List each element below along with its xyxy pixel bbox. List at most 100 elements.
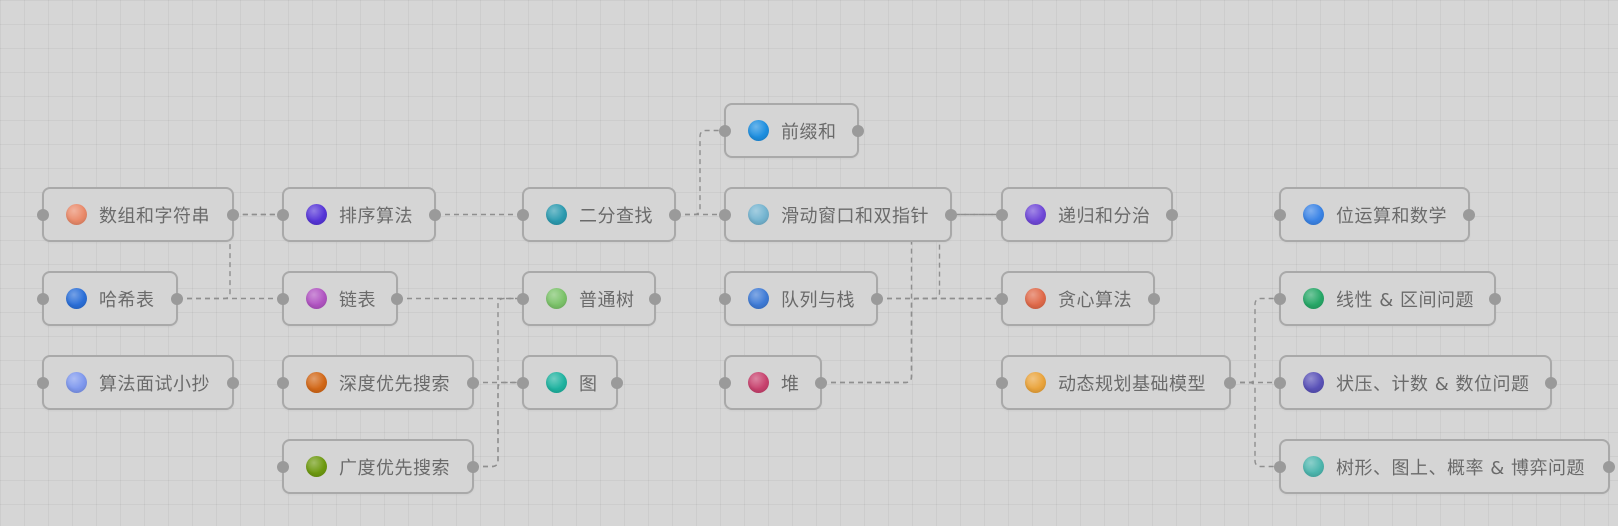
output-port[interactable]	[1166, 208, 1178, 221]
node-suanfa[interactable]: 算法面试小抄	[37, 355, 239, 410]
output-port[interactable]	[171, 292, 183, 305]
node-guangdu[interactable]: 广度优先搜索	[277, 439, 479, 494]
node-tanxin[interactable]: 贪心算法	[996, 271, 1160, 326]
input-port[interactable]	[277, 292, 289, 305]
node-erfen[interactable]: 二分查找	[517, 187, 681, 242]
node-paixu[interactable]: 排序算法	[277, 187, 441, 242]
output-port[interactable]	[871, 292, 883, 305]
node-weiyun[interactable]: 位运算和数学	[1274, 187, 1475, 242]
output-port[interactable]	[611, 376, 623, 389]
output-port[interactable]	[1603, 460, 1615, 473]
input-port[interactable]	[1274, 292, 1286, 305]
node-putong[interactable]: 普通树	[517, 271, 661, 326]
node-shuzu[interactable]: 数组和字符串	[37, 187, 239, 242]
node-color-dot	[748, 204, 769, 225]
edge-guangdu-putong	[474, 297, 522, 468]
node-label: 二分查找	[579, 205, 653, 227]
input-port[interactable]	[517, 376, 529, 389]
output-port[interactable]	[815, 376, 827, 389]
node-color-dot	[306, 204, 327, 225]
input-port[interactable]	[1274, 376, 1286, 389]
node-qianzhui[interactable]: 前缀和	[719, 103, 864, 158]
node-zhuangya[interactable]: 状压、计数 & 数位问题	[1274, 355, 1557, 410]
node-color-dot	[1025, 372, 1046, 393]
node-haxi[interactable]: 哈希表	[37, 271, 183, 326]
node-label: 数组和字符串	[99, 205, 210, 227]
input-port[interactable]	[719, 208, 731, 221]
output-port[interactable]	[852, 124, 864, 137]
node-label: 树形、图上、概率 & 博弈问题	[1336, 457, 1585, 479]
input-port[interactable]	[37, 208, 49, 221]
input-port[interactable]	[277, 376, 289, 389]
output-port[interactable]	[429, 208, 441, 221]
input-port[interactable]	[37, 292, 49, 305]
node-label: 位运算和数学	[1336, 205, 1447, 227]
input-port[interactable]	[517, 208, 529, 221]
node-xianxing[interactable]: 线性 & 区间问题	[1274, 271, 1501, 326]
input-port[interactable]	[719, 376, 731, 389]
node-digui[interactable]: 递归和分治	[996, 187, 1178, 242]
node-label: 深度优先搜索	[339, 373, 450, 395]
node-color-dot	[1303, 456, 1324, 477]
edge-dongtai-shuxing	[1231, 381, 1279, 468]
node-duilie[interactable]: 队列与栈	[719, 271, 883, 326]
output-port[interactable]	[945, 208, 957, 221]
node-label: 堆	[781, 373, 800, 395]
edge-erfen-qianzhui	[676, 129, 724, 216]
input-port[interactable]	[996, 376, 1008, 389]
node-label: 前缀和	[781, 121, 837, 143]
output-port[interactable]	[1224, 376, 1236, 389]
node-label: 滑动窗口和双指针	[781, 205, 929, 227]
input-port[interactable]	[996, 208, 1008, 221]
output-port[interactable]	[467, 376, 479, 389]
input-port[interactable]	[37, 376, 49, 389]
node-huadong[interactable]: 滑动窗口和双指针	[719, 187, 957, 242]
input-port[interactable]	[277, 208, 289, 221]
output-port[interactable]	[1489, 292, 1501, 305]
node-label: 图	[579, 373, 598, 395]
node-label: 动态规划基础模型	[1058, 373, 1206, 395]
node-shuxing[interactable]: 树形、图上、概率 & 博弈问题	[1274, 439, 1615, 494]
output-port[interactable]	[669, 208, 681, 221]
node-color-dot	[66, 204, 87, 225]
input-port[interactable]	[277, 460, 289, 473]
input-port[interactable]	[517, 292, 529, 305]
output-port[interactable]	[1463, 208, 1475, 221]
input-port[interactable]	[719, 292, 731, 305]
output-port[interactable]	[467, 460, 479, 473]
node-label: 普通树	[579, 289, 635, 311]
output-port[interactable]	[1148, 292, 1160, 305]
output-port[interactable]	[227, 376, 239, 389]
node-color-dot	[1025, 204, 1046, 225]
input-port[interactable]	[1274, 460, 1286, 473]
node-color-dot	[66, 372, 87, 393]
output-port[interactable]	[1545, 376, 1557, 389]
node-label: 排序算法	[339, 205, 413, 227]
node-dui[interactable]: 堆	[719, 355, 827, 410]
node-label: 链表	[339, 289, 376, 311]
node-label: 状压、计数 & 数位问题	[1336, 373, 1530, 395]
node-color-dot	[748, 120, 769, 141]
input-port[interactable]	[1274, 208, 1286, 221]
node-dongtai[interactable]: 动态规划基础模型	[996, 355, 1236, 410]
node-color-dot	[306, 288, 327, 309]
node-label: 算法面试小抄	[99, 373, 210, 395]
node-shendu[interactable]: 深度优先搜索	[277, 355, 479, 410]
output-port[interactable]	[227, 208, 239, 221]
edge-guangdu-tu	[474, 381, 522, 468]
node-color-dot	[546, 204, 567, 225]
node-tu[interactable]: 图	[517, 355, 623, 410]
node-lianbiao[interactable]: 链表	[277, 271, 403, 326]
output-port[interactable]	[391, 292, 403, 305]
node-label: 线性 & 区间问题	[1336, 289, 1474, 311]
input-port[interactable]	[719, 124, 731, 137]
node-label: 贪心算法	[1058, 289, 1132, 311]
input-port[interactable]	[996, 292, 1008, 305]
node-label: 广度优先搜索	[339, 457, 450, 479]
node-color-dot	[546, 288, 567, 309]
node-color-dot	[546, 372, 567, 393]
output-port[interactable]	[649, 292, 661, 305]
node-color-dot	[306, 372, 327, 393]
edge-dongtai-xianxing	[1231, 297, 1279, 384]
